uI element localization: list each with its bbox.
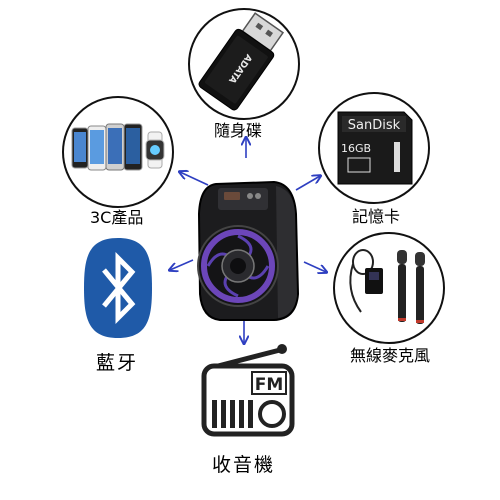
usb-label: 隨身碟 — [214, 121, 263, 140]
microphone-label: 無線麥克風 — [350, 346, 431, 365]
sdcard-circle: SanDisk 16GB — [318, 92, 430, 204]
sd-card-icon: SanDisk 16GB — [337, 111, 413, 185]
devices-label: 3C產品 — [90, 208, 144, 227]
devices-circle — [62, 96, 174, 208]
bluetooth-label: 藍牙 — [96, 352, 139, 374]
arrow-devices — [180, 172, 209, 186]
sdcard-label: 記憶卡 — [352, 207, 401, 226]
radio-label: 收音機 — [212, 454, 276, 476]
usb-circle: ADATA — [188, 8, 300, 120]
arrow-microphone — [303, 261, 326, 272]
speaker-icon — [194, 174, 302, 324]
svg-text:SanDisk: SanDisk — [348, 118, 401, 133]
arrow-bluetooth — [170, 259, 194, 270]
svg-text:FM: FM — [255, 375, 284, 395]
arrow-sdcard — [295, 176, 320, 191]
microphone-circle — [333, 232, 445, 344]
phones-watch-icon — [71, 123, 165, 171]
bluetooth-icon — [82, 236, 154, 340]
usb-drive-icon: ADATA — [198, 12, 285, 111]
svg-text:16GB: 16GB — [341, 142, 371, 155]
wireless-microphone-icon — [349, 249, 425, 324]
radio-icon: FM — [198, 342, 298, 438]
